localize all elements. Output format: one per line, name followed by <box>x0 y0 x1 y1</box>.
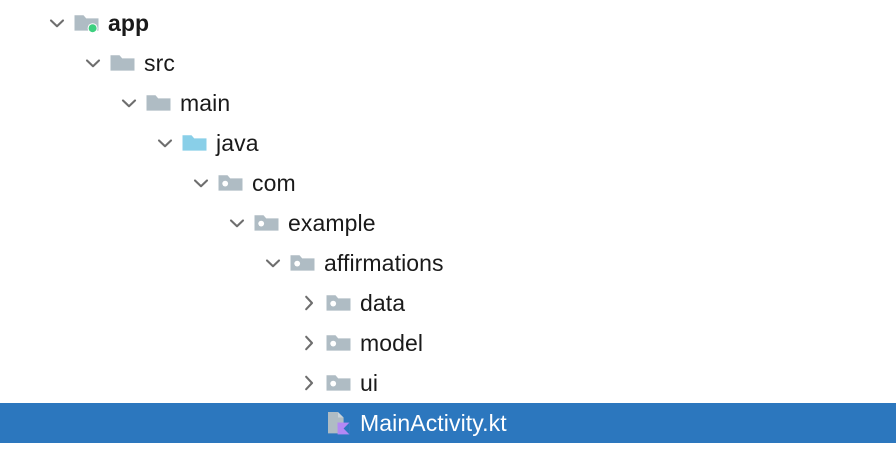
chevron-down-icon[interactable] <box>42 8 72 38</box>
tree-row-label: src <box>144 50 175 76</box>
tree-row-label: ui <box>360 370 379 396</box>
folder-icon <box>144 88 174 118</box>
tree-row-src[interactable]: src <box>0 43 896 83</box>
tree-row-ui[interactable]: ui <box>0 363 896 403</box>
indent-spacer <box>0 343 294 344</box>
tree-row-label: MainActivity.kt <box>360 410 507 436</box>
chevron-right-icon[interactable] <box>294 288 324 318</box>
indent-spacer <box>0 183 186 184</box>
source-root-folder-icon <box>180 128 210 158</box>
package-icon <box>288 248 318 278</box>
indent-spacer <box>0 23 42 24</box>
package-icon <box>324 368 354 398</box>
tree-row-label: affirmations <box>324 250 444 276</box>
indent-spacer <box>0 303 294 304</box>
indent-spacer <box>0 383 294 384</box>
tree-row-java[interactable]: java <box>0 123 896 163</box>
chevron-down-icon[interactable] <box>258 248 288 278</box>
tree-row-label: com <box>252 170 296 196</box>
chevron-down-icon[interactable] <box>222 208 252 238</box>
tree-row-label: app <box>108 10 150 36</box>
indent-spacer <box>0 143 150 144</box>
chevron-down-icon[interactable] <box>78 48 108 78</box>
package-icon <box>324 288 354 318</box>
indent-spacer <box>0 223 222 224</box>
chevron-right-icon[interactable] <box>294 368 324 398</box>
tree-row-app[interactable]: app <box>0 3 896 43</box>
tree-row-label: example <box>288 210 376 236</box>
chevron-down-icon[interactable] <box>114 88 144 118</box>
package-icon <box>252 208 282 238</box>
tree-row-label: data <box>360 290 406 316</box>
kotlin-file-icon <box>324 408 354 438</box>
tree-row-com[interactable]: com <box>0 163 896 203</box>
tree-row-data[interactable]: data <box>0 283 896 323</box>
tree-row-model[interactable]: model <box>0 323 896 363</box>
tree-row-example[interactable]: example <box>0 203 896 243</box>
tree-row-label: model <box>360 330 424 356</box>
module-folder-icon <box>72 8 102 38</box>
package-icon <box>324 328 354 358</box>
tree-row-main[interactable]: main <box>0 83 896 123</box>
indent-spacer <box>0 103 114 104</box>
indent-spacer <box>0 423 294 424</box>
chevron-right-icon[interactable] <box>294 328 324 358</box>
toggle-placeholder <box>294 408 324 438</box>
tree-row-mainactivity-kt[interactable]: MainActivity.kt <box>0 403 896 443</box>
folder-icon <box>108 48 138 78</box>
package-icon <box>216 168 246 198</box>
chevron-down-icon[interactable] <box>150 128 180 158</box>
tree-row-label: java <box>216 130 259 156</box>
indent-spacer <box>0 263 258 264</box>
indent-spacer <box>0 63 78 64</box>
tree-row-affirmations[interactable]: affirmations <box>0 243 896 283</box>
chevron-down-icon[interactable] <box>186 168 216 198</box>
tree-row-label: main <box>180 90 231 116</box>
